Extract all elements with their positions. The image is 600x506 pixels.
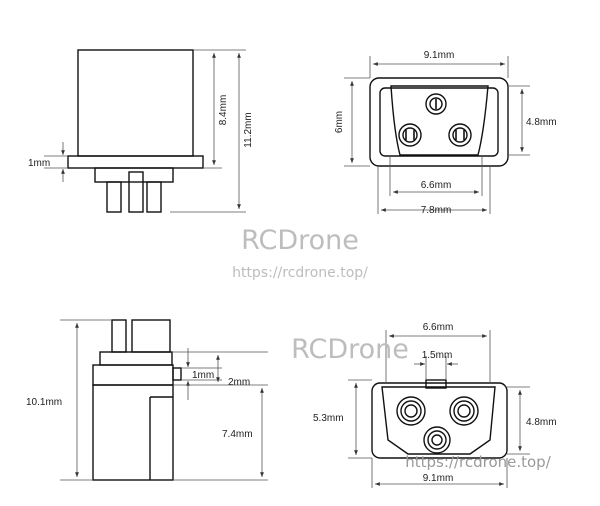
side-view-dimensions: [44, 49, 246, 213]
bottom-height-label: 5.3mm: [313, 413, 344, 424]
watermark-brand-2: RCDrone: [291, 334, 409, 365]
front-step-label: 2mm: [228, 377, 250, 388]
side-flange-label: 1mm: [28, 158, 50, 169]
top-view-pin-slots: [405, 99, 465, 140]
watermark-brand-1: RCDrone: [241, 225, 359, 256]
bottom-width-outer-label: 9.1mm: [423, 473, 454, 484]
top-view-dimensions: [344, 56, 530, 214]
bottom-key-width-label: 1.5mm: [422, 350, 453, 361]
watermark-url-1: https://rcdrone.top/: [232, 265, 368, 281]
bottom-pin-span-label: 6.6mm: [423, 322, 454, 333]
bottom-view-dimensions: [348, 330, 530, 488]
front-total-height-label: 10.1mm: [26, 397, 62, 408]
front-latch-label: 1mm: [192, 370, 214, 381]
side-total-height-label: 11.2mm: [243, 112, 254, 147]
side-view: [67, 49, 204, 213]
top-inner-height-label: 4.8mm: [526, 117, 557, 128]
top-width-outer-label: 9.1mm: [424, 50, 455, 61]
top-pin-span-label: 6.6mm: [421, 180, 452, 191]
top-view: [369, 77, 509, 167]
watermark-url-2: https://rcdrone.top/: [405, 453, 551, 471]
front-body-label: 7.4mm: [222, 429, 253, 440]
bottom-view: [371, 379, 508, 459]
top-height-label: 6mm: [334, 111, 345, 133]
front-view: [92, 319, 182, 481]
bottom-inner-height-label: 4.8mm: [526, 417, 557, 428]
top-width-body-label: 7.8mm: [421, 205, 452, 216]
side-height-label: 8.4mm: [218, 95, 229, 126]
front-view-dimensions: [60, 319, 268, 481]
